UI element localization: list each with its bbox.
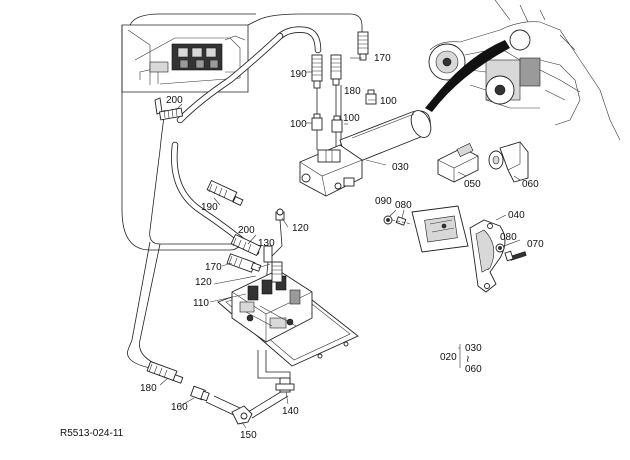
cylinder-030 [299, 110, 432, 197]
valve-leaders [209, 263, 271, 303]
fitting-160 [190, 385, 210, 402]
callout-180-top: 180 [344, 86, 361, 97]
sensor-060 [488, 141, 529, 183]
bracket-050 [437, 143, 479, 183]
callout-080-right: 080 [500, 232, 517, 243]
fitting-100-group [311, 89, 377, 133]
callout-050: 050 [464, 179, 481, 190]
callout-110: 110 [193, 298, 209, 309]
callout-170-left: 170 [205, 262, 222, 273]
callout-180-bottom: 180 [140, 383, 157, 394]
callout-190-left: 190 [201, 202, 218, 213]
callout-100-left: 100 [290, 119, 307, 130]
tee-140 [275, 377, 295, 393]
inset-tractor-view [121, 24, 249, 93]
washer-090-bolt-080 [383, 215, 413, 226]
callout-100-right: 100 [380, 96, 397, 107]
range-symbol: ≀ [466, 354, 470, 365]
control-valve-110 [231, 261, 313, 343]
range-notation: 020 030 ≀ 060 [440, 343, 482, 375]
callout-080-upper: 080 [395, 200, 412, 211]
callout-160: 160 [171, 402, 188, 413]
drawing-code: R5513-024-11 [60, 428, 124, 439]
mount-detail-box [411, 205, 469, 253]
hose-170-left [226, 253, 262, 273]
callout-150: 150 [240, 430, 257, 441]
fitting-120-upper [269, 208, 285, 259]
callout-060-part: 060 [522, 179, 539, 190]
hose-190-left [206, 179, 244, 207]
bracket-040 [469, 219, 506, 293]
elbow-150 [231, 405, 253, 425]
callout-120-lower: 120 [195, 277, 212, 288]
callout-100-mid: 100 [343, 113, 360, 124]
hose-assembly-vertical [311, 31, 369, 152]
callout-090: 090 [375, 196, 392, 207]
hose-fitting-200 [154, 97, 184, 121]
range-end-060: 060 [465, 364, 482, 375]
callout-030-cylinder: 030 [392, 162, 409, 173]
callout-labels: 170 190 180 100 100 100 030 050 060 090 … [140, 53, 544, 441]
callout-040: 040 [508, 210, 525, 221]
callout-190-top: 190 [290, 69, 307, 80]
label-leaders [159, 57, 521, 429]
callout-200-top: 200 [166, 95, 183, 106]
hose-180-bottom [146, 360, 184, 384]
callout-130: 130 [258, 238, 275, 249]
tractor-engine-view [425, 0, 621, 141]
callout-120-upper: 120 [292, 223, 309, 234]
range-start-030: 030 [465, 343, 482, 354]
hose-200-left [230, 233, 262, 257]
callout-140: 140 [282, 406, 299, 417]
return-hose-outline [121, 13, 363, 251]
callout-020: 020 [440, 352, 457, 363]
callout-200-left: 200 [238, 225, 255, 236]
callout-070: 070 [527, 239, 544, 250]
callout-170-top: 170 [374, 53, 391, 64]
bolt-070-washer-080 [495, 243, 527, 262]
